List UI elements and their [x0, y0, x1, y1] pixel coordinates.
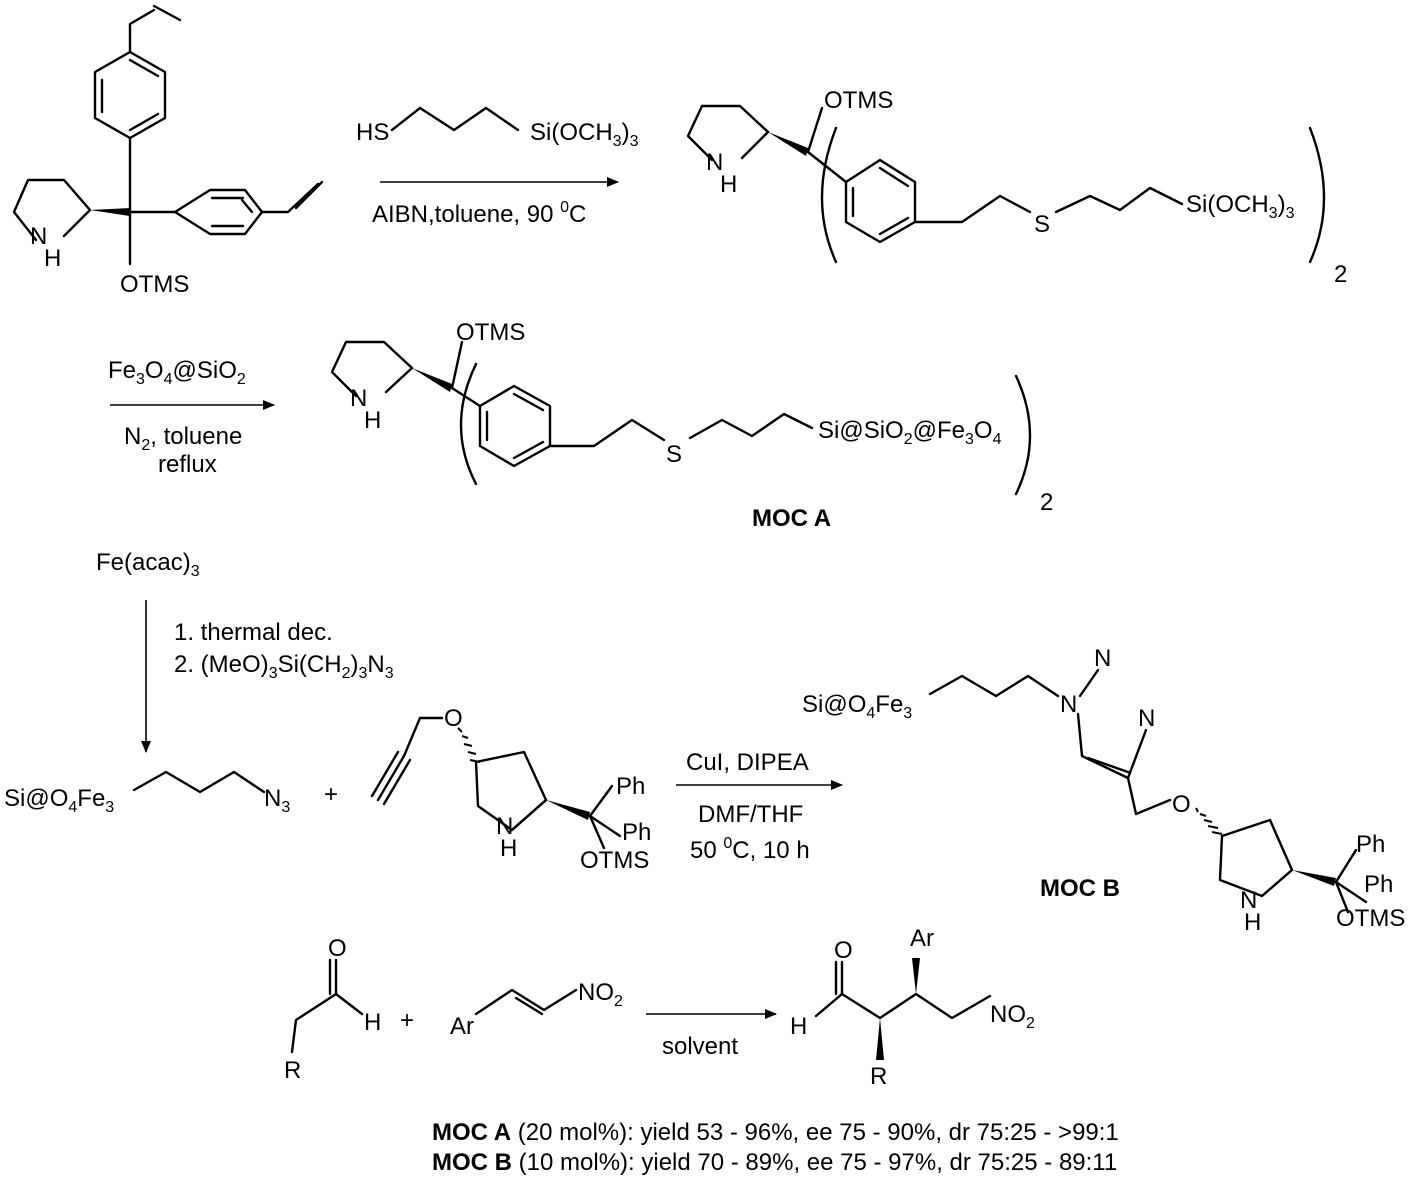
mocb-n1: N [1060, 691, 1077, 718]
start-h: H [44, 245, 61, 272]
moca-mult: 2 [1040, 489, 1053, 516]
reagent-feacac: Fe(acac)3 [96, 549, 200, 580]
moca-otms: OTMS [456, 319, 525, 346]
conditions-1: AIBN,toluene, 90 0C [372, 199, 586, 228]
conditions-2a: N2, toluene [124, 423, 242, 454]
mocb-ph1: Ph [1356, 831, 1385, 858]
reagent-si: Si(OCH3)3 [530, 119, 639, 150]
mocb-ph2: Ph [1364, 871, 1393, 898]
start-otms: OTMS [120, 271, 189, 298]
nitro-ar: Ar [450, 1013, 474, 1040]
results-line-1: MOC A (20 mol%): yield 53 - 96%, ee 75 -… [432, 1119, 1119, 1146]
start-nh: N [30, 223, 47, 250]
nitrostyrene-structure [474, 988, 578, 1016]
mocb-n2: N [1094, 645, 1111, 672]
mocb-si: Si@O4Fe3 [802, 691, 912, 722]
reagent-hs: HS [356, 119, 389, 146]
moca-label: MOC A [752, 505, 831, 532]
mocb-o: O [1172, 791, 1191, 818]
moc-b-structure [928, 668, 1368, 914]
reagent-fe3o4-sio2: Fe3O4@SiO2 [108, 357, 246, 388]
azide-si: Si@O4Fe3 [4, 785, 114, 816]
conditions-2b: reflux [158, 451, 217, 478]
p1-h: H [720, 171, 737, 198]
p1-otms: OTMS [824, 87, 893, 114]
starting-material-structure [12, 4, 324, 266]
solvent-label: solvent [662, 1033, 738, 1060]
conditions-4b: DMF/THF [698, 801, 803, 828]
mocb-n: N [1240, 887, 1257, 914]
p1-s: S [1034, 211, 1050, 238]
alkyne-o: O [444, 705, 463, 732]
ald-h: H [364, 1009, 381, 1036]
ald-o: O [328, 935, 347, 962]
prod-no2: NO2 [990, 1001, 1035, 1032]
nitro-no2: NO2 [578, 979, 623, 1010]
mocb-label: MOC B [1040, 875, 1120, 902]
alkyne-ph1: Ph [616, 773, 645, 800]
ald-r: R [284, 1057, 301, 1084]
alkyne-structure [370, 716, 622, 850]
step2: 2. (MeO)3Si(CH2)3N3 [174, 651, 394, 682]
moc-a-structure [330, 340, 1032, 496]
moca-h: H [364, 407, 381, 434]
mocb-n3: N [1138, 705, 1155, 732]
alkyne-otms: OTMS [580, 847, 649, 874]
mocb-otms: OTMS [1336, 905, 1405, 932]
conditions-4c: 50 0C, 10 h [690, 835, 810, 864]
alkyne-ph2: Ph [622, 819, 651, 846]
prod-ar: Ar [910, 925, 934, 952]
step1: 1. thermal dec. [174, 619, 333, 646]
plus-1: + [324, 781, 338, 808]
moca-s: S [666, 441, 682, 468]
prod-o: O [834, 937, 853, 964]
alkyne-h: H [500, 835, 517, 862]
p1-n: N [706, 149, 723, 176]
azide-n3: N3 [264, 785, 290, 816]
michael-product-structure [814, 958, 992, 1060]
alkyne-n: N [496, 813, 513, 840]
prod-r: R [870, 1063, 887, 1090]
moca-n: N [350, 385, 367, 412]
moca-si: Si@SiO2@Fe3O4 [818, 417, 1002, 448]
product1-structure [686, 104, 1326, 264]
p1-si: Si(OCH3)3 [1186, 191, 1295, 222]
aldehyde-structure [290, 958, 364, 1054]
prod-h: H [790, 1013, 807, 1040]
p1-mult: 2 [1334, 261, 1347, 288]
mocb-h: H [1244, 909, 1261, 936]
plus-2: + [400, 1007, 414, 1034]
results-line-2: MOC B (10 mol%): yield 70 - 89%, ee 75 -… [432, 1149, 1117, 1176]
conditions-4a: CuI, DIPEA [686, 749, 809, 776]
